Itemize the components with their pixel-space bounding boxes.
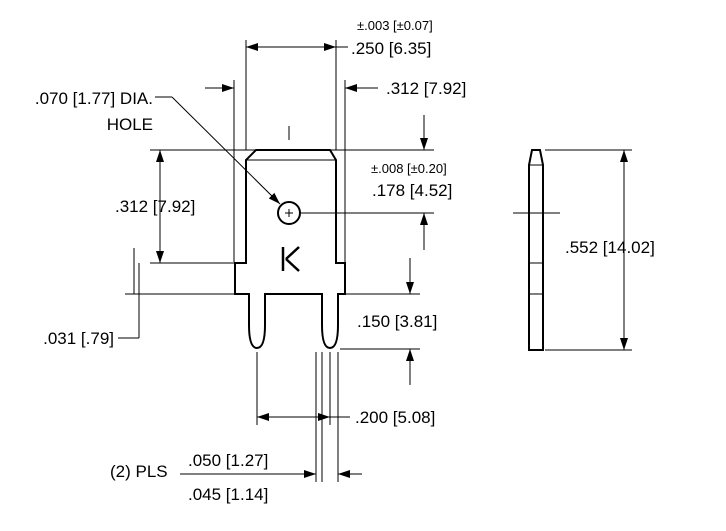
hole-word-label: HOLE <box>107 115 153 134</box>
width-outer-label: .312 [7.92] <box>386 79 466 98</box>
k-logo-icon <box>281 246 300 272</box>
upper-height-label: .312 [7.92] <box>115 197 195 216</box>
hole-diameter-label: .070 [1.77] DIA. <box>35 89 153 108</box>
pin-length-label: .150 [3.81] <box>357 312 437 331</box>
hole-leader-line <box>171 96 281 205</box>
dimension-lines <box>118 43 628 478</box>
width-tolerance-label: ±.003 [±0.07] <box>357 18 433 33</box>
terminal-front-view <box>234 126 346 350</box>
width-top-label: .250 [6.35] <box>351 39 431 58</box>
dimension-labels: ±.003 [±0.07] .250 [6.35] .312 [7.92] .0… <box>35 18 655 504</box>
pin-spacing-label: .200 [5.08] <box>355 408 435 427</box>
pin-count-label: (2) PLS <box>110 462 168 481</box>
offset-tolerance-label: ±.008 [±0.20] <box>371 161 447 176</box>
terminal-outline <box>234 149 346 350</box>
shoulder-thickness-label: .031 [.79] <box>43 329 114 348</box>
overall-height-label: .552 [14.02] <box>565 238 655 257</box>
pin-width-a-label: .050 [1.27] <box>188 451 268 470</box>
hole-offset-label: .178 [4.52] <box>372 181 452 200</box>
pin-width-b-label: .045 [1.14] <box>188 485 268 504</box>
side-profile <box>528 149 544 351</box>
terminal-side-view <box>513 149 560 351</box>
